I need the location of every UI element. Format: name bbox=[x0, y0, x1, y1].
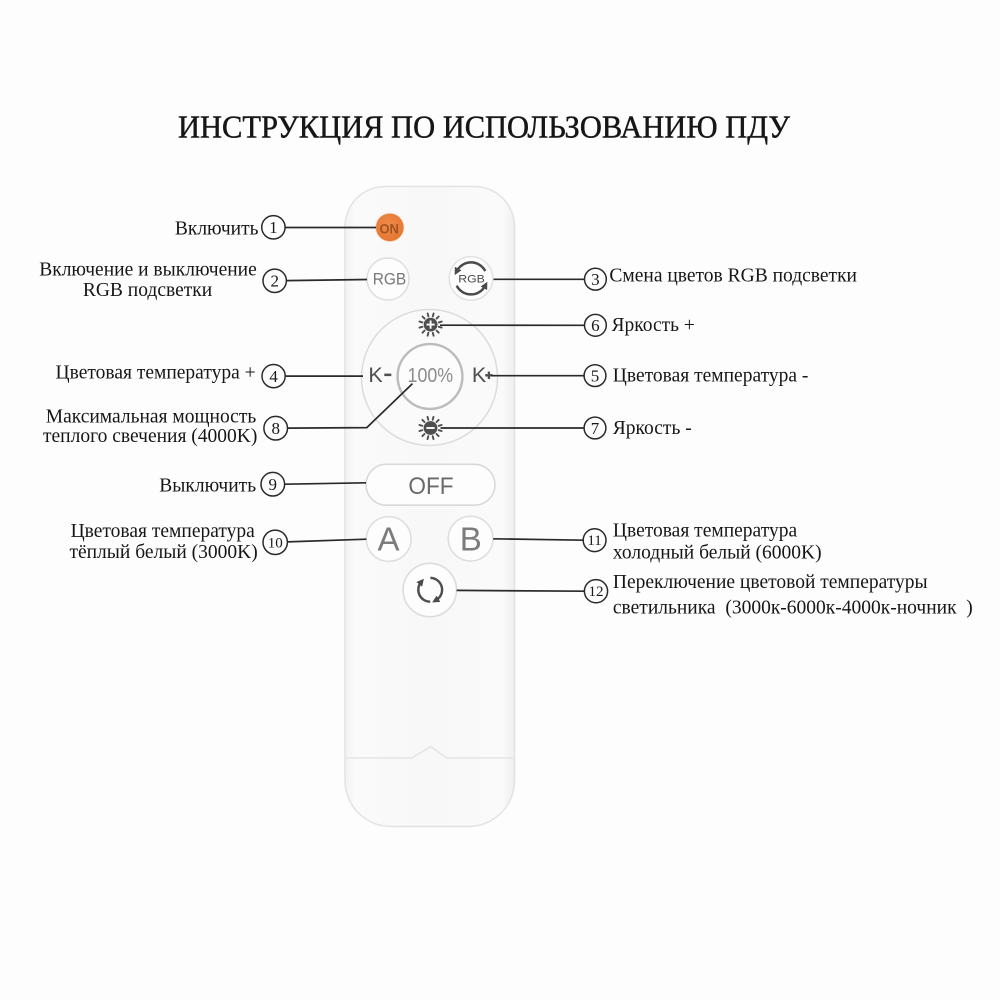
svg-text:ИНСТРУКЦИЯ ПО ИСПОЛЬЗОВАНИЮ ПД: ИНСТРУКЦИЯ ПО ИСПОЛЬЗОВАНИЮ ПДУ bbox=[178, 110, 791, 145]
svg-text:Смена цветов RGB подсветки: Смена цветов RGB подсветки bbox=[609, 265, 857, 286]
svg-text:4: 4 bbox=[269, 367, 278, 386]
svg-text:тёплый белый (3000K): тёплый белый (3000K) bbox=[69, 542, 257, 563]
svg-text:1: 1 bbox=[269, 218, 278, 237]
svg-text:5: 5 bbox=[591, 367, 600, 386]
svg-text:100%: 100% bbox=[408, 365, 454, 387]
svg-text:Цветовая температура -: Цветовая температура - bbox=[613, 365, 809, 386]
svg-text:12: 12 bbox=[589, 584, 604, 600]
svg-text:6: 6 bbox=[591, 316, 600, 335]
svg-text:2: 2 bbox=[270, 272, 279, 291]
svg-text:9: 9 bbox=[269, 475, 278, 494]
svg-text:теплого свечения (4000K): теплого свечения (4000K) bbox=[43, 426, 257, 447]
svg-text:10: 10 bbox=[268, 535, 283, 551]
svg-text:K: K bbox=[368, 363, 383, 387]
svg-text:Цветовая температура: Цветовая температура bbox=[613, 521, 798, 542]
svg-text:Выключить: Выключить bbox=[159, 476, 256, 497]
svg-text:Включить: Включить bbox=[175, 218, 259, 239]
svg-text:8: 8 bbox=[271, 419, 280, 438]
svg-text:Цветовая температура: Цветовая температура bbox=[71, 521, 256, 542]
svg-text:Цветовая температура +: Цветовая температура + bbox=[56, 363, 256, 384]
svg-text:светильника (3000к-6000к-4000: светильника (3000к-6000к-4000к-ночник ) bbox=[613, 598, 973, 619]
svg-text:K: K bbox=[472, 363, 487, 387]
svg-text:11: 11 bbox=[587, 533, 601, 549]
svg-text:Максимальная мощность: Максимальная мощность bbox=[46, 406, 257, 427]
svg-text:холодный белый (6000K): холодный белый (6000K) bbox=[613, 543, 822, 564]
svg-text:Яркость +: Яркость + bbox=[612, 315, 695, 336]
svg-text:7: 7 bbox=[591, 419, 600, 438]
svg-text:RGB: RGB bbox=[458, 273, 485, 285]
svg-text:RGB: RGB bbox=[373, 270, 407, 289]
svg-text:3: 3 bbox=[591, 270, 600, 289]
svg-text:ON: ON bbox=[379, 220, 399, 236]
svg-text:Яркость -: Яркость - bbox=[613, 418, 692, 439]
svg-text:A: A bbox=[377, 520, 399, 557]
svg-text:B: B bbox=[460, 520, 482, 557]
svg-text:OFF: OFF bbox=[408, 473, 453, 500]
svg-text:Переключение цветовой температ: Переключение цветовой температуры bbox=[613, 572, 928, 593]
svg-text:RGB подсветки: RGB подсветки bbox=[83, 280, 212, 301]
svg-text:Включение и выключение: Включение и выключение bbox=[39, 259, 257, 280]
